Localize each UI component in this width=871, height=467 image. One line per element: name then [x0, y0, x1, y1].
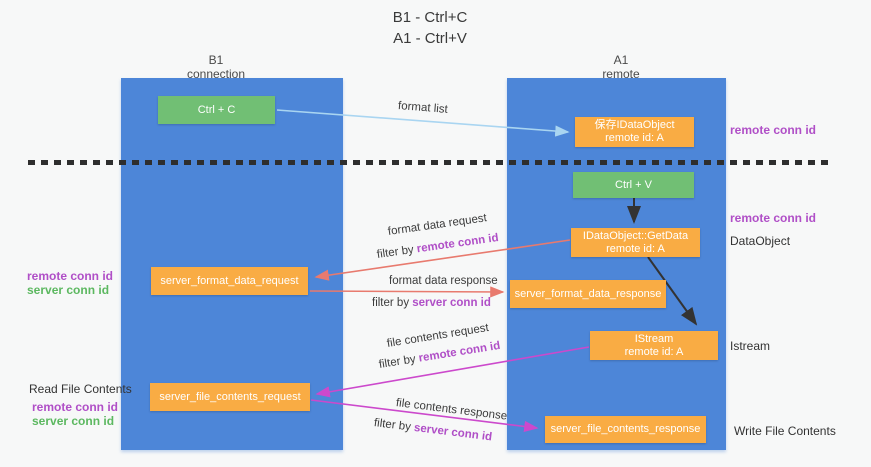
annotation-write-file-contents: Write File Contents [734, 424, 836, 438]
node-save-dataobject: 保存IDataObject remote id: A [575, 117, 694, 147]
filter-key-remote-conn-id: remote conn id [417, 339, 502, 365]
label-file-contents-response: file contents response [395, 397, 508, 423]
lane-b1-name: B1 [208, 53, 224, 67]
node-format-response-label: server_format_data_response [514, 287, 662, 300]
node-save-dataobject-line2: remote id: A [605, 132, 664, 144]
lane-header-a1: A1 remote [531, 53, 711, 81]
node-ctrl-c: Ctrl + C [158, 96, 275, 124]
filter-prefix: filter by [378, 352, 420, 371]
node-file-response-label: server_file_contents_response [550, 423, 701, 435]
label-file-response-filter: filter by server conn id [373, 417, 492, 443]
diagram-title: B1 - Ctrl+C A1 - Ctrl+V [300, 7, 560, 49]
label-format-data-request: format data request [387, 212, 488, 238]
node-server-format-data-response: server_format_data_response [510, 280, 666, 308]
annotation-remote-conn-id-top: remote conn id [730, 123, 817, 137]
lane-a1-name: A1 [613, 53, 629, 67]
label-format-data-response: format data response [389, 275, 498, 287]
lane-a1-role: remote [602, 67, 640, 81]
node-istream-line1: IStream [634, 332, 674, 345]
node-ctrl-c-label: Ctrl + C [197, 103, 236, 116]
node-getdata-line2: remote id: A [606, 242, 665, 255]
label-format-list: format list [397, 100, 449, 116]
node-idataobject-getdata: IDataObject::GetData remote id: A [571, 228, 700, 257]
annotation-istream: Istream [730, 339, 771, 353]
filter-key-remote-conn-id: remote conn id [416, 231, 500, 256]
node-ctrl-v: Ctrl + V [573, 172, 694, 198]
filter-prefix: filter by [373, 417, 415, 434]
lane-b1-role: connection [186, 67, 246, 81]
node-istream: IStream remote id: A [590, 331, 718, 360]
annotation-dataobject: DataObject [730, 234, 791, 248]
node-save-dataobject-line1: 保存IDataObject [594, 119, 675, 131]
title-line-2: A1 - Ctrl+V [393, 30, 467, 47]
filter-key-server-conn-id: server conn id [413, 421, 493, 444]
node-format-request-label: server_format_data_request [160, 274, 299, 287]
filter-key-server-conn-id: server conn id [412, 297, 491, 309]
title-line-1: B1 - Ctrl+C [392, 9, 468, 26]
annotation-remote-conn-id-mid: remote conn id [730, 211, 817, 225]
lane-header-b1: B1 connection [126, 53, 306, 81]
annotation-left-server-conn-id-2: server conn id [32, 414, 115, 428]
node-file-request-label: server_file_contents_request [159, 390, 301, 403]
label-format-response-filter: filter by server conn id [372, 297, 491, 309]
node-server-file-contents-request: server_file_contents_request [150, 383, 310, 411]
node-server-file-contents-response: server_file_contents_response [545, 416, 706, 443]
annotation-read-file-contents: Read File Contents [29, 382, 132, 396]
node-server-format-data-request: server_format_data_request [151, 267, 308, 295]
node-istream-line2: remote id: A [624, 345, 684, 358]
annotation-left-server-conn-id: server conn id [27, 283, 110, 297]
session-divider-dashed-line [28, 160, 831, 165]
filter-prefix: filter by [372, 297, 413, 309]
filter-prefix: filter by [376, 243, 418, 261]
node-getdata-line1: IDataObject::GetData [582, 229, 689, 242]
annotation-left-remote-conn-id-2: remote conn id [32, 400, 119, 414]
node-ctrl-v-label: Ctrl + V [615, 178, 652, 191]
annotation-left-remote-conn-id: remote conn id [27, 269, 114, 283]
